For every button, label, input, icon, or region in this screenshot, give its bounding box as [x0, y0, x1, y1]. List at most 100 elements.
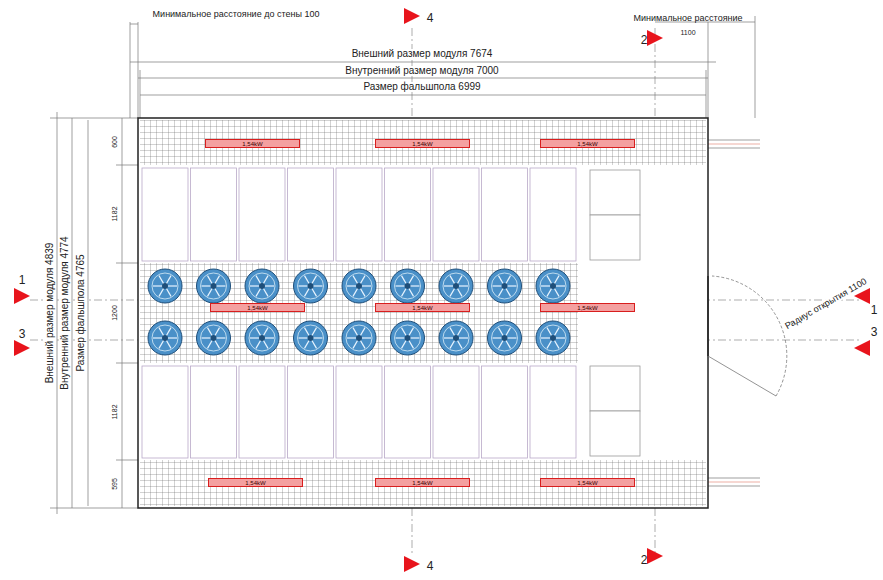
fan-hub	[162, 335, 168, 341]
section-mark: 4	[427, 12, 434, 24]
fan-hub	[356, 335, 362, 341]
fan-ring	[492, 273, 518, 299]
rack	[482, 168, 528, 261]
fan-ring	[249, 325, 275, 351]
dimension-label: Размер фальшпола 4765	[76, 252, 86, 373]
fan	[342, 321, 376, 355]
rack	[482, 366, 528, 458]
power-label: 1,54kW	[412, 305, 432, 311]
power-label: 1,54kW	[242, 141, 262, 147]
rack	[142, 168, 188, 261]
fan-hub	[356, 283, 362, 289]
section-mark: 3	[871, 326, 878, 338]
power-label: 1,54kW	[577, 480, 597, 486]
fan-hub	[550, 283, 556, 289]
section-mark: 1	[871, 304, 878, 316]
section-mark: 1	[19, 274, 26, 286]
power-bar: 1,54kW	[375, 303, 470, 312]
fan	[148, 269, 182, 303]
fan-ring	[298, 273, 324, 299]
fan-ring	[152, 325, 178, 351]
power-bar: 1,54kW	[210, 303, 305, 312]
fan-hub	[453, 283, 459, 289]
fan	[294, 269, 328, 303]
fan-hub	[502, 335, 508, 341]
fan	[488, 321, 522, 355]
dimension-value: 600	[111, 134, 118, 150]
fan	[245, 269, 279, 303]
dimension-value: 1182	[111, 402, 118, 421]
rack	[336, 168, 382, 261]
rack	[288, 366, 334, 458]
dimension-label: Внутренний размер модуля 7000	[343, 66, 500, 76]
rack	[530, 168, 576, 261]
rack	[336, 366, 382, 458]
fan-ring	[395, 273, 421, 299]
power-label: 1,54kW	[412, 480, 432, 486]
power-label: 1,54kW	[412, 141, 432, 147]
fan-hub	[308, 335, 314, 341]
dimension-value: 1182	[111, 204, 118, 223]
fan-ring	[201, 325, 227, 351]
rack	[433, 366, 479, 458]
rack	[239, 168, 285, 261]
fan-ring	[443, 273, 469, 299]
fan-ring	[540, 325, 566, 351]
fan	[294, 321, 328, 355]
power-bar: 1,54kW	[540, 139, 635, 148]
fan-ring	[298, 325, 324, 351]
dimension-note: Минимальное расстояние	[633, 14, 742, 23]
dimension-value: 1200	[111, 303, 118, 323]
power-bar: 1,54kW	[205, 139, 300, 148]
fan	[391, 269, 425, 303]
section-mark: 3	[19, 328, 26, 340]
fan	[488, 269, 522, 303]
door-radius-label: Радиус открытия 1100	[782, 276, 870, 332]
rack	[191, 366, 237, 458]
fan-hub	[502, 283, 508, 289]
rack	[239, 366, 285, 458]
fan-ring	[249, 273, 275, 299]
fan-hub	[550, 335, 556, 341]
power-label: 1,54kW	[577, 305, 597, 311]
fan	[245, 321, 279, 355]
power-bar: 1,54kW	[540, 303, 635, 312]
fan-hub	[259, 283, 265, 289]
rack	[385, 366, 431, 458]
fan-hub	[308, 283, 314, 289]
power-label: 1,54kW	[245, 480, 265, 486]
fan-ring	[346, 325, 372, 351]
rack	[385, 168, 431, 261]
rack	[288, 168, 334, 261]
fan-hub	[211, 283, 217, 289]
dimension-note: Минимальное расстояние до стены 100	[153, 10, 320, 19]
fan	[148, 321, 182, 355]
fan-ring	[346, 273, 372, 299]
dimension-value: 1100	[680, 29, 695, 36]
fan	[342, 269, 376, 303]
fan-ring	[492, 325, 518, 351]
fan-ring	[540, 273, 566, 299]
section-mark: 2	[641, 34, 648, 46]
fan-ring	[201, 273, 227, 299]
fan-hub	[405, 335, 411, 341]
fan	[439, 321, 473, 355]
fan	[391, 321, 425, 355]
fan	[536, 321, 570, 355]
fan-hub	[259, 335, 265, 341]
power-bar: 1,54kW	[540, 478, 635, 487]
rack	[191, 168, 237, 261]
fan	[197, 321, 231, 355]
power-label: 1,54kW	[247, 305, 267, 311]
fan-hub	[453, 335, 459, 341]
power-label: 1,54kW	[577, 141, 597, 147]
dimension-value: 595	[111, 476, 118, 492]
section-mark: 4	[427, 560, 434, 572]
power-bar: 1,54kW	[375, 478, 470, 487]
dimension-label: Внешний размер модуля 4839	[45, 241, 55, 386]
fan	[197, 269, 231, 303]
rack	[433, 168, 479, 261]
section-mark: 2	[641, 554, 648, 566]
rack	[142, 366, 188, 458]
